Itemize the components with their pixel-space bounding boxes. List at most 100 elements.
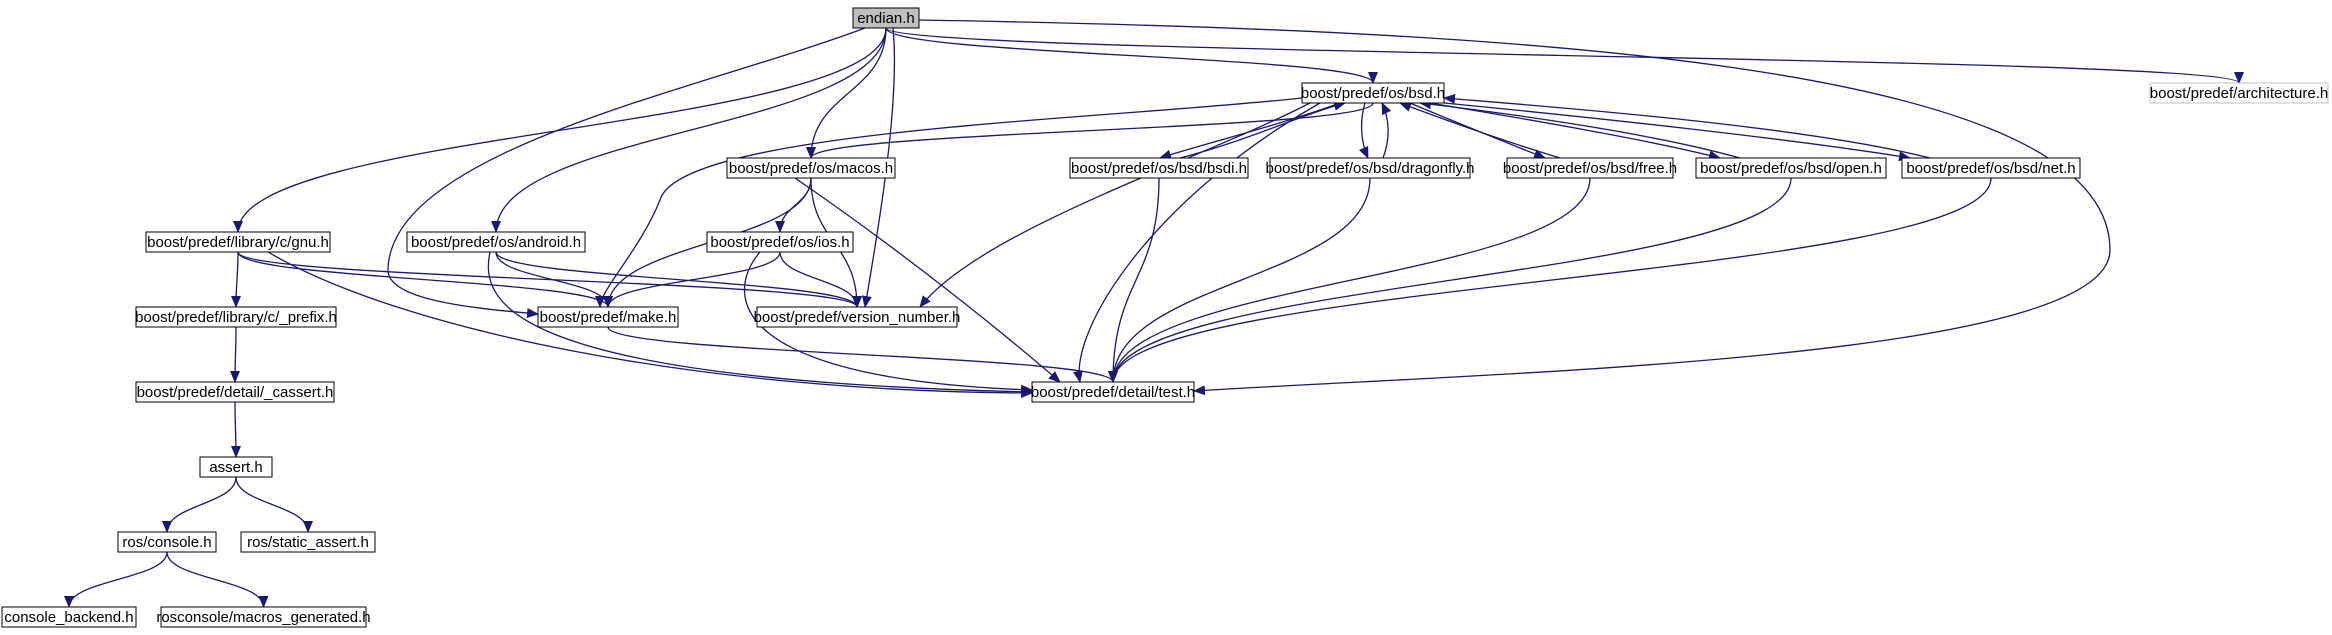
edge-endian-to-test [918, 19, 2111, 396]
nodes-layer: endian.h boost/predef/os/bsd.h boost/prede… [1, 7, 2329, 628]
node-assert[interactable]: assert.h [199, 456, 273, 478]
edge-bsdi-to-bsd [1179, 101, 1346, 159]
edge-prefix-to-cassert [230, 326, 241, 383]
node-box [706, 231, 854, 253]
edge-assert-to-console [162, 476, 237, 533]
edge-cassert-to-assert [230, 401, 241, 458]
edge-endian-to-macos [806, 27, 887, 159]
edge-console-to-macros_generated [166, 551, 269, 608]
edge-console-to-console_backend [64, 551, 168, 608]
node-box [2149, 82, 2329, 104]
node-label: rosconsole/macros_generated.h [156, 609, 370, 626]
edge-bsd-to-net [1443, 102, 1911, 162]
edge-free-to-test [1108, 177, 1591, 383]
node-endian[interactable]: endian.h [852, 7, 920, 29]
node-box [1031, 381, 1195, 403]
node-gnu[interactable]: boost/predef/library/c/gnu.h [145, 231, 331, 253]
edge-bsd-to-make [595, 97, 1303, 308]
node-bsd[interactable]: boost/predef/os/bsd.h [1301, 82, 1445, 104]
edge-gnu-to-test [267, 251, 1033, 398]
node-label: boost/predef/library/c/gnu.h [147, 234, 329, 251]
node-box [1901, 157, 2081, 179]
node-version[interactable]: boost/predef/version_number.h [754, 306, 961, 328]
node-architecture[interactable]: boost/predef/architecture.h [2149, 82, 2329, 104]
edge-open-to-test [1108, 177, 1792, 383]
edge-bsd-to-macos [806, 102, 1374, 159]
node-label: ros/console.h [122, 534, 211, 551]
node-label: boost/predef/detail/_cassert.h [137, 384, 334, 401]
edge-endian-to-gnu [233, 27, 887, 233]
node-test[interactable]: boost/predef/detail/test.h [1031, 381, 1195, 403]
node-box [1301, 82, 1445, 104]
edge-gnu-to-make [237, 251, 613, 308]
node-ios[interactable]: boost/predef/os/ios.h [706, 231, 854, 253]
node-label: boost/predef/os/bsd/bsdi.h [1071, 160, 1247, 177]
edge-bsd-to-dragonfly [1358, 102, 1369, 159]
edge-endian-to-android [491, 27, 887, 233]
node-box [135, 381, 335, 403]
node-macos[interactable]: boost/predef/os/macos.h [726, 157, 896, 179]
edge-ios-to-test [743, 251, 1033, 395]
edge-endian-to-make [387, 27, 866, 319]
node-label: console_backend.h [4, 609, 133, 626]
node-label: ros/static_assert.h [247, 534, 369, 551]
edge-bsd-to-version [919, 102, 1311, 308]
node-label: boost/predef/os/ios.h [710, 234, 849, 251]
edge-gnu-to-version [237, 251, 862, 308]
edge-android-to-test [487, 251, 1033, 397]
edge-ios-to-make [603, 251, 781, 308]
node-net[interactable]: boost/predef/os/bsd/net.h [1901, 157, 2081, 179]
node-open[interactable]: boost/predef/os/bsd/open.h [1695, 157, 1887, 179]
edge-macos-to-test [794, 177, 1061, 383]
edge-free-to-bsd [1399, 102, 1561, 159]
node-box [1506, 157, 1674, 179]
node-box [537, 306, 679, 328]
node-label: boost/predef/library/c/_prefix.h [135, 309, 337, 326]
node-label: boost/predef/architecture.h [2150, 85, 2328, 102]
node-label: boost/predef/os/bsd/free.h [1503, 160, 1677, 177]
node-console[interactable]: ros/console.h [117, 531, 217, 553]
edge-bsd-to-test [1073, 102, 1321, 383]
node-cassert[interactable]: boost/predef/detail/_cassert.h [135, 381, 335, 403]
node-box [160, 606, 367, 628]
node-box [1, 606, 137, 628]
node-box [240, 531, 376, 553]
node-label: boost/predef/os/bsd/open.h [1700, 160, 1882, 177]
node-label: assert.h [209, 459, 262, 476]
node-label: boost/predef/os/bsd.h [1301, 85, 1445, 102]
edge-dragonfly-to-test [1108, 177, 1371, 383]
node-android[interactable]: boost/predef/os/android.h [406, 231, 586, 253]
node-box [726, 157, 896, 179]
node-box [1695, 157, 1887, 179]
node-dragonfly[interactable]: boost/predef/os/bsd/dragonfly.h [1265, 157, 1475, 179]
edge-endian-to-architecture [885, 27, 2244, 84]
node-static-assert[interactable]: ros/static_assert.h [240, 531, 376, 553]
node-console-backend[interactable]: console_backend.h [1, 606, 137, 628]
node-prefix[interactable]: boost/predef/library/c/_prefix.h [135, 306, 337, 328]
node-label: boost/predef/os/macos.h [729, 160, 893, 177]
edge-android-to-version [495, 251, 862, 308]
node-box [117, 531, 217, 553]
edge-bsd-to-open [1429, 102, 1721, 161]
node-label: boost/predef/detail/test.h [1031, 384, 1195, 401]
node-box [852, 7, 920, 29]
node-box [406, 231, 586, 253]
node-free[interactable]: boost/predef/os/bsd/free.h [1503, 157, 1677, 179]
node-macros-generated[interactable]: rosconsole/macros_generated.h [156, 606, 371, 628]
edge-net-to-test [1108, 177, 1992, 383]
edge-gnu-to-prefix [231, 251, 242, 308]
edges-layer [64, 19, 2244, 608]
node-label: boost/predef/os/android.h [411, 234, 581, 251]
node-bsdi[interactable]: boost/predef/os/bsd/bsdi.h [1069, 157, 1249, 179]
edge-net-to-bsd [1443, 93, 1931, 159]
edge-dragonfly-to-bsd [1381, 102, 1392, 159]
node-label: boost/predef/os/bsd/dragonfly.h [1265, 160, 1474, 177]
node-box [145, 231, 331, 253]
node-box [1269, 157, 1471, 179]
node-box [135, 306, 337, 328]
node-box [199, 456, 273, 478]
node-label: boost/predef/os/bsd/net.h [1906, 160, 2075, 177]
node-make[interactable]: boost/predef/make.h [537, 306, 679, 328]
node-label: boost/predef/make.h [540, 309, 677, 326]
